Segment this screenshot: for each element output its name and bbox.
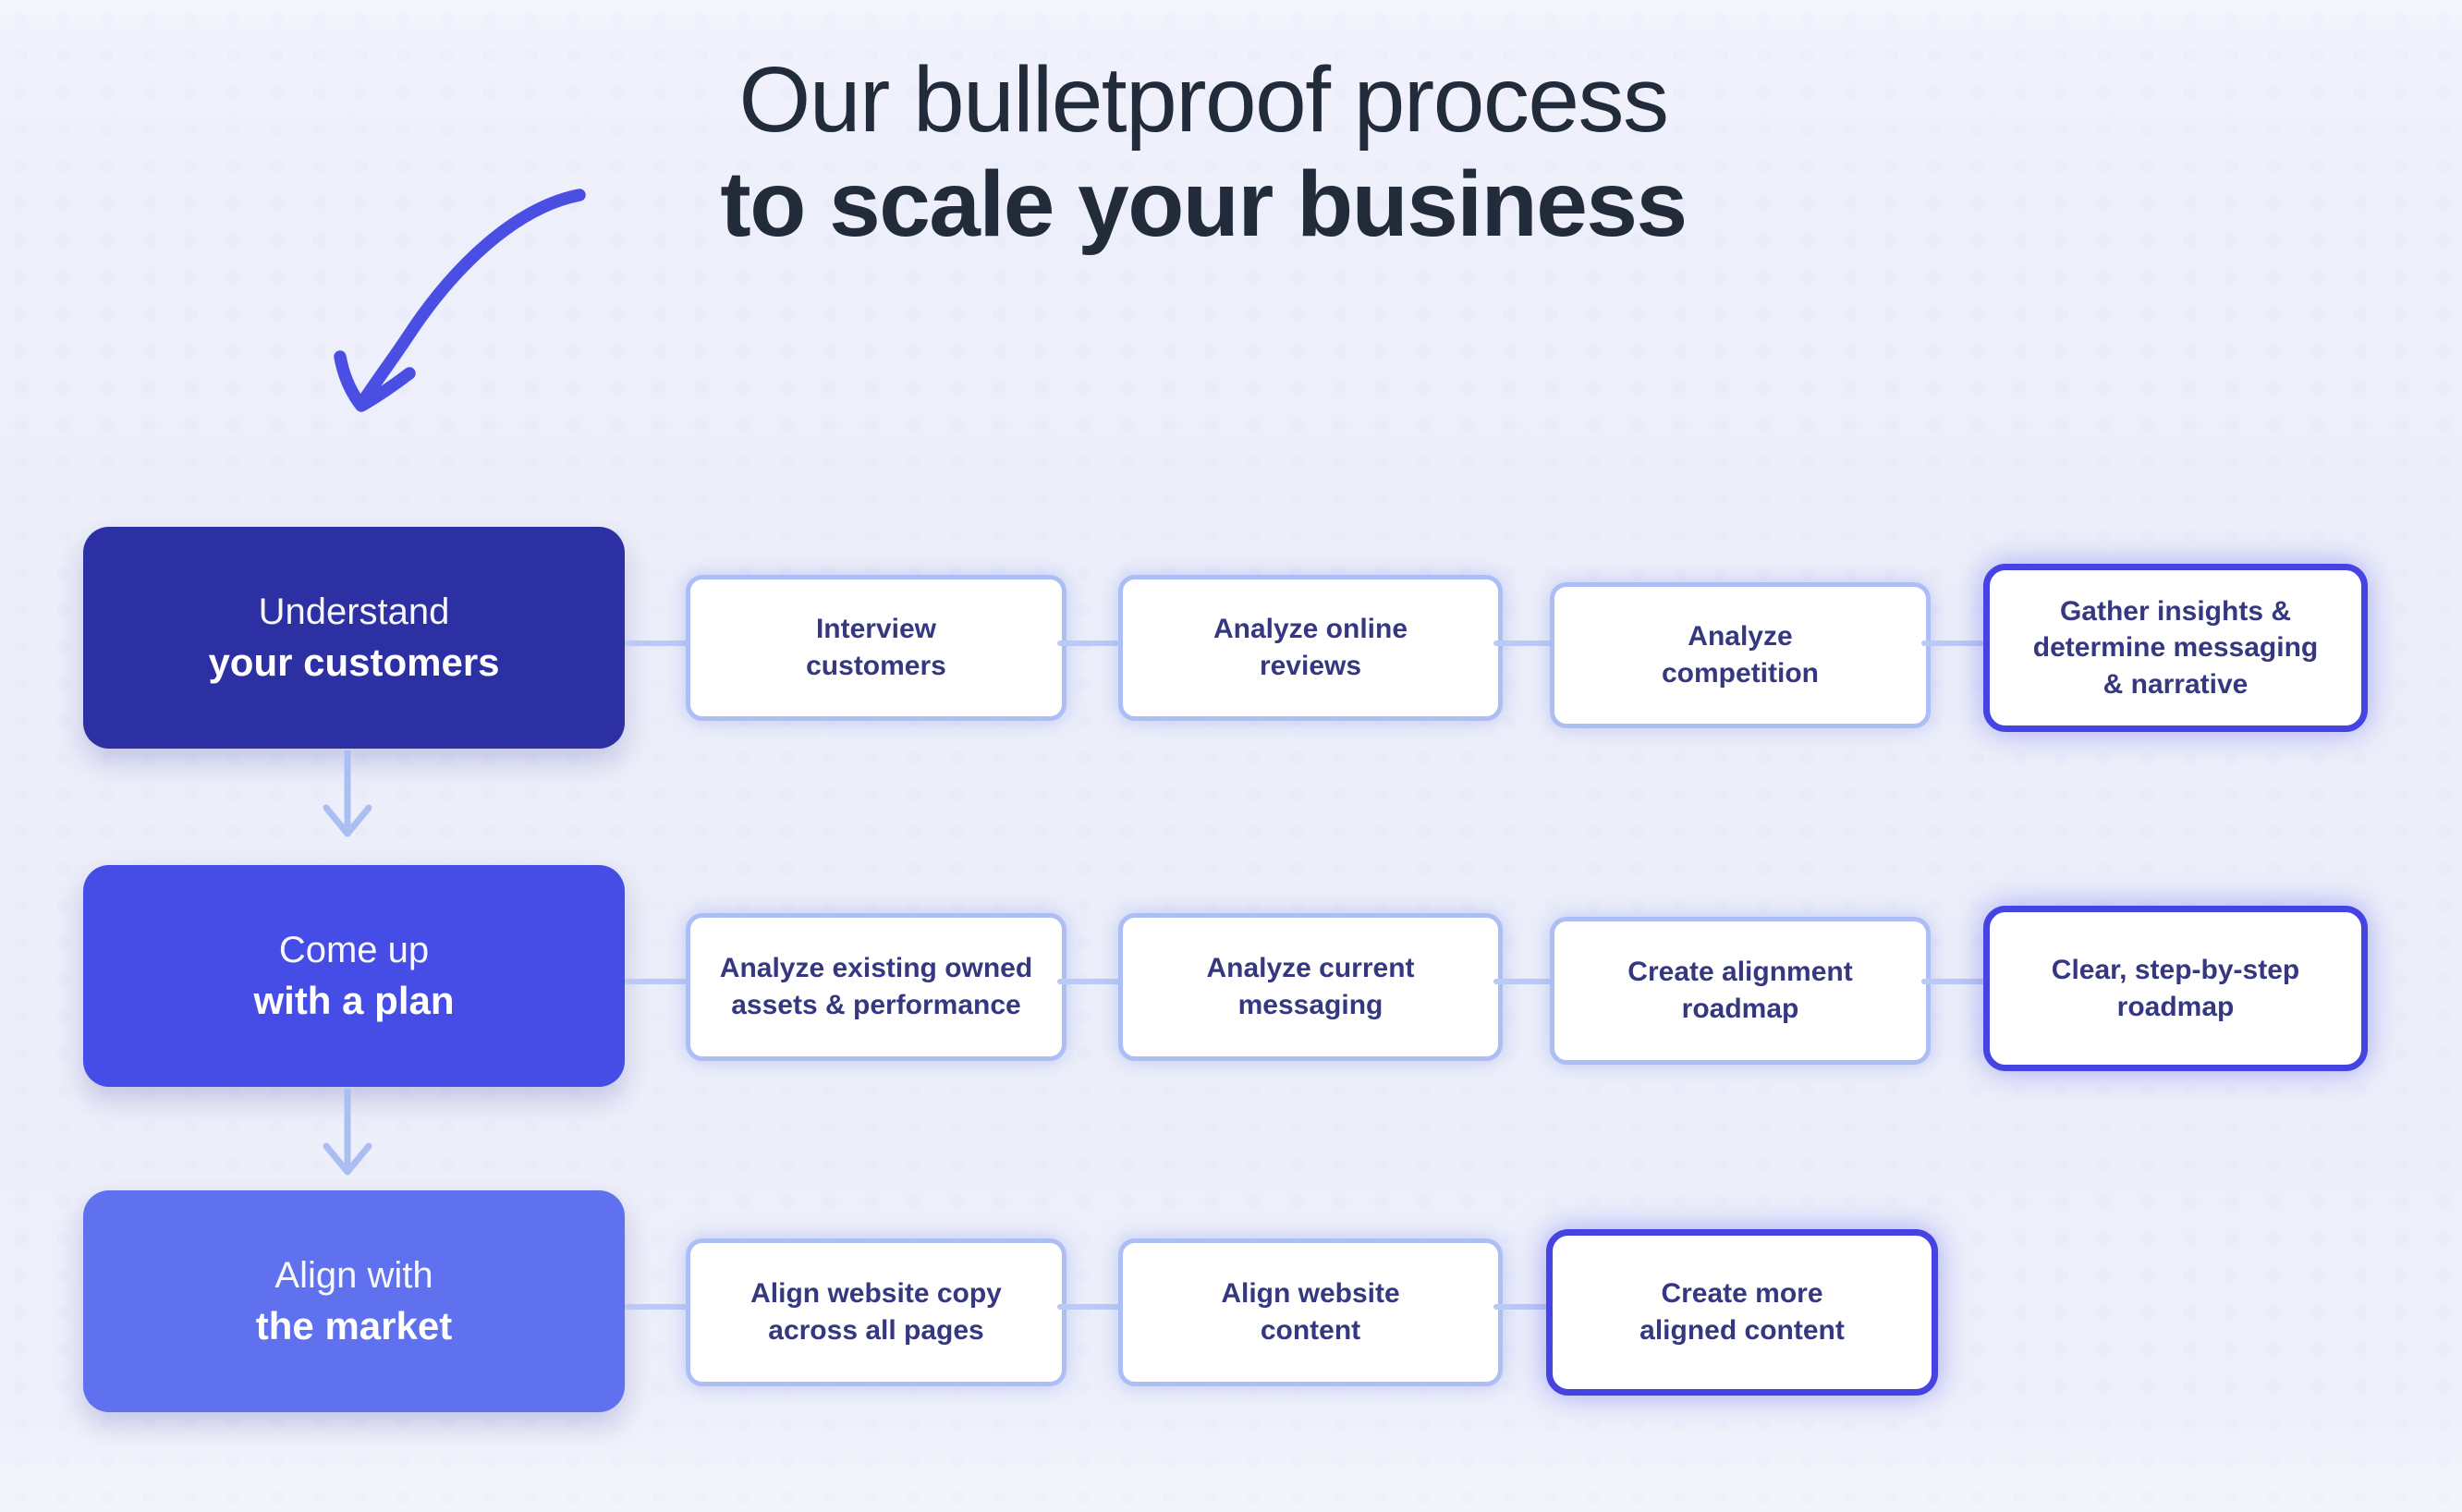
connector-line [1493,1304,1552,1310]
down-arrow-icon [323,750,372,837]
stage-label-line1: Align with [274,1254,433,1296]
step-box-analyze-online-reviews: Analyze online reviews [1118,575,1503,721]
step-box-analyze-owned-assets: Analyze existing owned assets & performa… [686,913,1066,1061]
step-label: Analyze existing owned assets & performa… [719,953,1033,1020]
title-line-2: to scale your business [720,152,1688,256]
step-label: Interview customers [806,614,946,681]
connector-line [1057,979,1120,984]
step-label: Create more aligned content [1639,1278,1845,1346]
title-line-1: Our bulletproof process [738,48,1669,152]
stage-label-line2: your customers [208,640,500,684]
step-label: Analyze online reviews [1213,614,1408,681]
step-box-gather-insights: Gather insights & determine messaging & … [1983,564,2368,732]
connector-line [1057,1304,1120,1310]
connector-line [1921,979,1989,984]
step-box-create-alignment-roadmap: Create alignment roadmap [1550,917,1931,1065]
connector-line [1921,640,1989,646]
stage-label-line2: the market [255,1303,453,1347]
step-box-clear-roadmap: Clear, step-by-step roadmap [1983,906,2368,1071]
step-box-align-website-content: Align website content [1118,1238,1503,1386]
stage-label-line1: Come up [278,929,430,970]
step-label: Analyze competition [1662,621,1819,689]
connector-line [625,640,688,646]
stage-box-align-with-market: Align with the market [83,1190,625,1412]
step-box-align-website-copy: Align website copy across all pages [686,1238,1066,1386]
step-label: Gather insights & determine messaging & … [2032,595,2319,700]
connector-line [1493,640,1552,646]
connector-line [1493,979,1552,984]
step-label: Align website content [1221,1278,1400,1346]
stage-label-line2: with a plan [253,978,455,1022]
step-box-interview-customers: Interview customers [686,575,1066,721]
connector-line [1057,640,1120,646]
connector-line [625,1304,688,1310]
down-arrow-icon [323,1089,372,1176]
curved-arrow-icon [334,189,586,412]
step-label: Analyze current messaging [1206,953,1415,1020]
stage-box-understand-customers: Understand your customers [83,527,625,749]
step-label: Clear, step-by-step roadmap [2051,954,2300,1022]
step-label: Create alignment roadmap [1627,957,1853,1024]
step-box-analyze-competition: Analyze competition [1550,582,1931,728]
stage-box-come-up-with-plan: Come up with a plan [83,865,625,1087]
step-label: Align website copy across all pages [750,1278,1002,1346]
step-box-create-more-aligned-content: Create more aligned content [1546,1229,1938,1396]
step-box-analyze-current-messaging: Analyze current messaging [1118,913,1503,1061]
connector-line [625,979,688,984]
stage-label-line1: Understand [258,591,450,632]
page-title: Our bulletproof process to scale your bu… [584,48,1822,257]
